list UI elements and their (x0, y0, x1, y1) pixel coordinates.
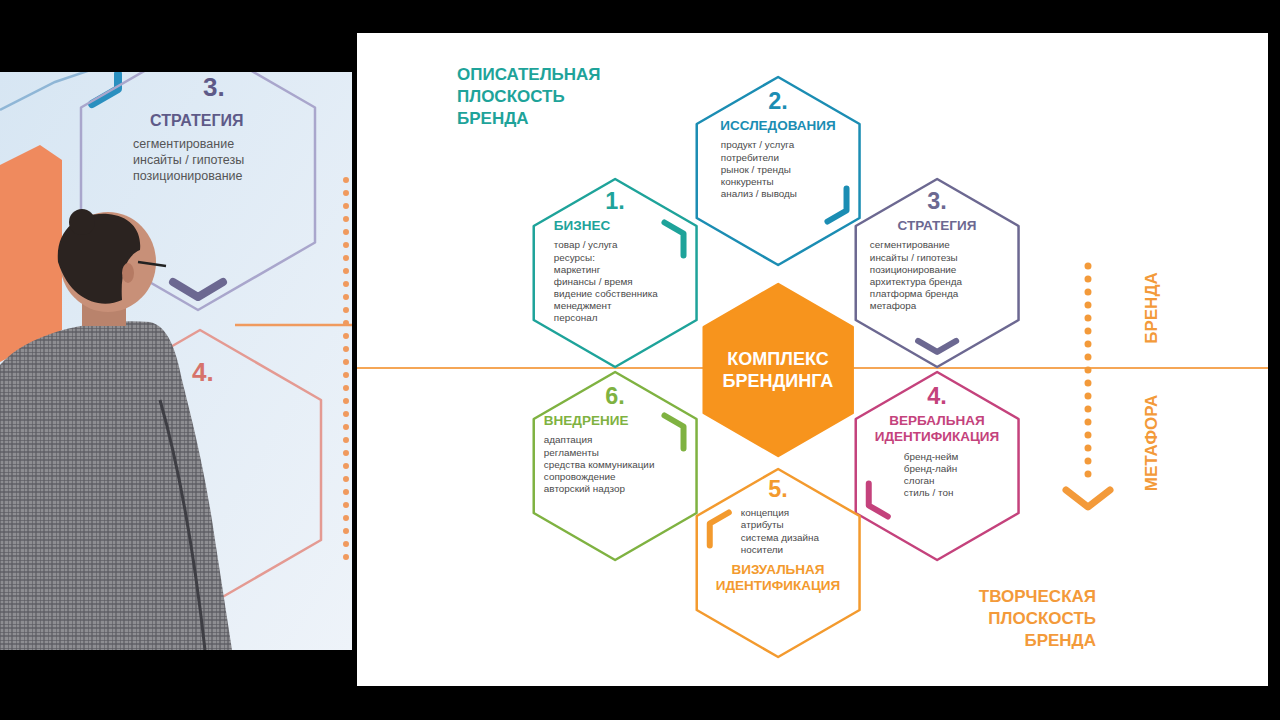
stage-hexagon: 1. БИЗНЕС товар / услугаресурсы:маркетингф… (532, 177, 698, 369)
corner-chevron (827, 188, 846, 221)
step-item: бренд-нейм (854, 451, 958, 463)
presenter-arm (160, 400, 205, 650)
hexagon-text: 2. ИССЛЕДОВАНИЯ продукт / услугапотребител… (695, 89, 861, 200)
step-number: 4. (927, 384, 947, 409)
step-item: средства коммуникации (532, 459, 655, 471)
presenter-body (0, 321, 232, 650)
step-item: бренд-лайн (854, 463, 957, 475)
hexagon-text: 3. СТРАТЕГИЯ сегментированиеинсайты / гипо… (854, 189, 1020, 312)
step-item: система дизайна (695, 532, 819, 544)
slide-axis-line (235, 324, 352, 327)
step-item: инсайты / гипотезы (854, 252, 958, 264)
step-item: анализ / выводы (695, 188, 797, 200)
step-title: ВЕРБАЛЬНАЯ ИДЕНТИФИКАЦИЯ (875, 413, 1000, 445)
step-item: видение собственника (532, 288, 658, 300)
stage-hexagon: 6. ВНЕДРЕНИЕ адаптациярегламентысредства к… (532, 370, 698, 562)
step-item: стиль / тон (854, 487, 953, 499)
step-number: 3. (927, 189, 947, 214)
step-number: 6. (605, 384, 625, 409)
step-item: архитектура бренда (854, 276, 962, 288)
step-title: СТРАТЕГИЯ (898, 218, 977, 234)
stage-hexagon: 2. ИССЛЕДОВАНИЯ продукт / услугапотребител… (695, 75, 861, 267)
step-title: ВНЕДРЕНИЕ (544, 413, 629, 429)
corner-chevron (710, 513, 729, 546)
core-hexagon: КОМПЛЕКС БРЕНДИНГА (702, 282, 854, 458)
stage-hexagon: 5. концепцияатрибутысистема дизайнаносите… (695, 467, 861, 659)
plane-heading: ОПИСАТЕЛЬНАЯ ПЛОСКОСТЬ БРЕНДА (457, 64, 601, 130)
video-frame (0, 72, 352, 650)
step-number: 1. (605, 189, 625, 214)
hexagon-text: 6. ВНЕДРЕНИЕ адаптациярегламентысредства к… (532, 384, 698, 495)
step-item: рынок / тренды (695, 164, 791, 176)
projected-slide (0, 72, 352, 650)
step-item: платформа бренда (854, 288, 958, 300)
slide-chevron (173, 282, 223, 297)
axis-label: БРЕНДА (1142, 272, 1162, 344)
corner-chevron (869, 483, 888, 516)
hexagon-shape (702, 282, 854, 458)
step-item: авторский надзор (532, 483, 625, 495)
step-item: метафора (854, 300, 916, 312)
step-item: сегментирование (854, 239, 950, 251)
step-item: концепция (695, 507, 789, 519)
slide-text: инсайты / гипотезы (133, 153, 244, 168)
slide-text: позиционирование (133, 169, 242, 184)
step-item: продукт / услуга (695, 139, 794, 151)
stage-hexagon: 4. ВЕРБАЛЬНАЯ ИДЕНТИФИКАЦИЯ бренд-неймбрен… (854, 370, 1020, 562)
presenter-bun (69, 209, 95, 235)
slide-hex-outline (0, 72, 120, 110)
step-item: финансы / время (532, 276, 633, 288)
step-item: маркетинг (532, 264, 600, 276)
slide-title: СТРАТЕГИЯ (150, 111, 243, 130)
corner-chevron (664, 416, 683, 449)
step-item: менеджмент (532, 300, 612, 312)
hexagon-text: 5. концепцияатрибутысистема дизайнаносите… (695, 477, 861, 594)
presenter-ear (122, 263, 134, 283)
step-number: 2. (768, 89, 788, 114)
step-item: регламенты (532, 447, 599, 459)
hexagon-outline (704, 284, 853, 456)
corner-chevron (918, 341, 956, 352)
core-title: КОМПЛЕКС БРЕНДИНГА (723, 348, 834, 392)
step-item: товар / услуга (532, 239, 618, 251)
step-item: потребители (695, 152, 779, 164)
diagram-panel (357, 33, 1268, 686)
step-item: позиционирование (854, 264, 956, 276)
step-title: ВИЗУАЛЬНАЯ ИДЕНТИФИКАЦИЯ (716, 562, 841, 594)
step-item: ресурсы: (532, 252, 595, 264)
hexagon-text: КОМПЛЕКС БРЕНДИНГА (702, 348, 854, 392)
step-title: БИЗНЕС (554, 218, 610, 234)
step-item: носители (695, 544, 783, 556)
dotted-arrow-head (1066, 490, 1110, 507)
hexagon-outline (697, 469, 860, 657)
stage-hexagon: 3. СТРАТЕГИЯ сегментированиеинсайты / гипо… (854, 177, 1020, 369)
step-title: ИССЛЕДОВАНИЯ (720, 118, 835, 134)
slide-number: 3. (203, 73, 225, 101)
presenter-glasses (138, 262, 166, 266)
slide-text: сегментирование (133, 137, 234, 152)
step-item: атрибуты (695, 519, 784, 531)
plane-heading: ТВОРЧЕСКАЯ ПЛОСКОСТЬ БРЕНДА (979, 586, 1096, 652)
slide-number: 4. (192, 358, 214, 386)
step-number: 5. (768, 477, 788, 502)
presenter-hair (58, 214, 140, 304)
step-item: слоган (854, 475, 935, 487)
corner-chevron (664, 223, 683, 256)
axis-label: МЕТАФОРА (1142, 395, 1162, 492)
step-item: конкуренты (695, 176, 774, 188)
step-item: адаптация (532, 434, 593, 446)
slide-dots (343, 180, 349, 560)
hexagon-text: 4. ВЕРБАЛЬНАЯ ИДЕНТИФИКАЦИЯ бренд-неймбрен… (854, 384, 1020, 499)
hexagon-text: 1. БИЗНЕС товар / услугаресурсы:маркетингф… (532, 189, 698, 325)
slide-core-hex (0, 145, 62, 362)
dotted-arrow-shaft (1085, 266, 1092, 478)
step-item: сопровождение (532, 471, 616, 483)
step-item: персонал (532, 312, 598, 324)
